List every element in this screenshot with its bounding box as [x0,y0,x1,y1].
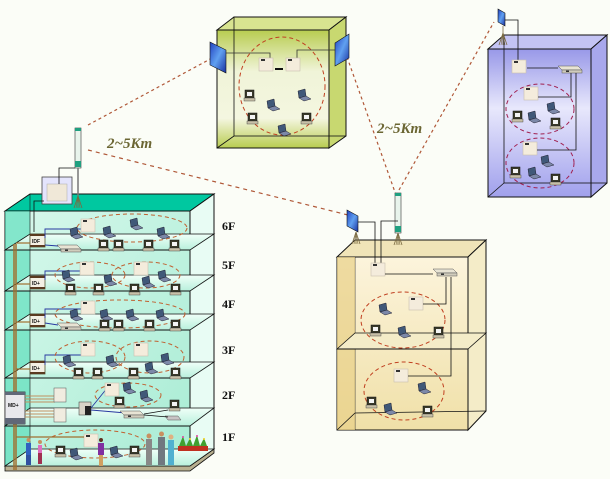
access-point-icon [133,261,149,276]
desktop-pc-icon [54,445,67,458]
coverage-area [94,382,162,408]
floor-label-2f: 2F [222,388,235,402]
floor-switch: IDF [29,233,46,248]
floor-label-5f: 5F [222,258,235,272]
desktop-pc-icon [128,283,141,296]
floor-switch: ID+ [29,313,46,328]
printer-icon [164,415,182,421]
desktop-pc-icon [113,396,126,409]
coverage-area [505,83,575,135]
coverage-area [76,213,188,243]
access-point-icon [370,262,386,277]
access-point-icon [80,300,96,315]
svg-text:ID+: ID+ [32,319,40,325]
access-point-icon [80,218,96,233]
desktop-pc-icon [169,319,182,332]
panel-antenna-icon [497,8,506,27]
coverage-area [44,429,146,459]
access-point-icon [79,261,95,276]
svg-text:ID+: ID+ [32,281,40,287]
access-point-icon [511,59,527,74]
desktop-pc-icon [91,367,104,380]
access-point-icon [393,368,409,383]
floor-switch: ID+ [29,360,46,375]
desktop-pc-icon [112,319,125,332]
desktop-pc-icon [365,396,378,409]
blue-building [486,8,609,199]
coverage-area [54,261,126,289]
server-icon [53,407,67,423]
wireless-links [87,21,495,216]
coverage-area [505,137,575,189]
desktop-pc-icon [142,239,155,252]
access-point-icon [285,57,301,72]
desktop-pc-icon [169,367,182,380]
floor-label-1f: 1F [222,430,235,444]
access-point-icon [104,382,120,397]
panel-antenna-icon [209,41,227,74]
desktop-pc-icon [112,239,125,252]
yagi-antenna-icon [394,192,402,234]
desktop-pc-icon [127,367,140,380]
main-distribution-cabinet: MD+ [4,391,26,425]
svg-text:MD+: MD+ [8,403,19,409]
people-figures [26,431,174,466]
plants-icon [178,435,208,451]
desktop-pc-icon [97,239,110,252]
desktop-pc-icon [243,89,256,102]
coverage-area [360,291,446,349]
floor-switch: ID+ [29,275,46,290]
desktop-pc-icon [72,367,85,380]
distance-label-2: 2~5Km [376,121,422,137]
coverage-area [54,299,186,329]
access-point-icon [523,86,539,101]
desktop-pc-icon [549,173,562,186]
desktop-pc-icon [509,166,522,179]
desktop-pc-icon [432,326,445,339]
floor-label-3f: 3F [222,343,235,357]
desktop-pc-icon [98,319,111,332]
floor-label-6f: 6F [222,219,235,233]
coverage-area [111,261,181,289]
desktop-pc-icon [143,319,156,332]
panel-antenna-icon [334,33,350,67]
desktop-pc-icon [168,399,181,412]
desktop-pc-icon [169,283,182,296]
panel-antenna-icon [346,209,359,233]
floor-label-4f: 4F [222,297,235,311]
floor-labels: 6F 5F 4F 3F 2F 1F [222,219,235,444]
green-building [209,15,350,149]
desktop-pc-icon [92,283,105,296]
desktop-pc-icon [128,445,141,458]
desktop-pc-icon [549,117,562,130]
link-line-main-green [87,56,215,126]
desktop-pc-icon [64,283,77,296]
access-point-icon [83,433,99,448]
desktop-pc-icon [511,110,524,123]
desktop-pc-icon [168,239,181,252]
coverage-area [115,340,185,374]
access-point-icon [522,141,538,156]
access-point-icon [408,296,424,311]
access-point-icon [133,342,149,357]
server-icon [53,387,67,403]
access-point-icon [80,342,96,357]
desktop-pc-icon [369,324,382,337]
coverage-area [54,340,126,374]
desktop-pc-icon [421,405,434,418]
link-line-green-yellow [346,56,397,196]
main-building: IDF ID+ ID+ ID+ MD+ [3,127,216,472]
link-line-yellow-blue [398,21,495,191]
coverage-area [363,361,445,421]
desktop-pc-icon [300,112,313,125]
svg-text:IDF: IDF [32,239,40,245]
desktop-pc-icon [246,112,259,125]
access-point-icon [258,57,274,72]
svg-text:ID+: ID+ [32,366,40,372]
distance-label-1: 2~5Km [106,136,152,152]
yellow-building [335,192,488,432]
yagi-antenna-icon [74,127,82,169]
